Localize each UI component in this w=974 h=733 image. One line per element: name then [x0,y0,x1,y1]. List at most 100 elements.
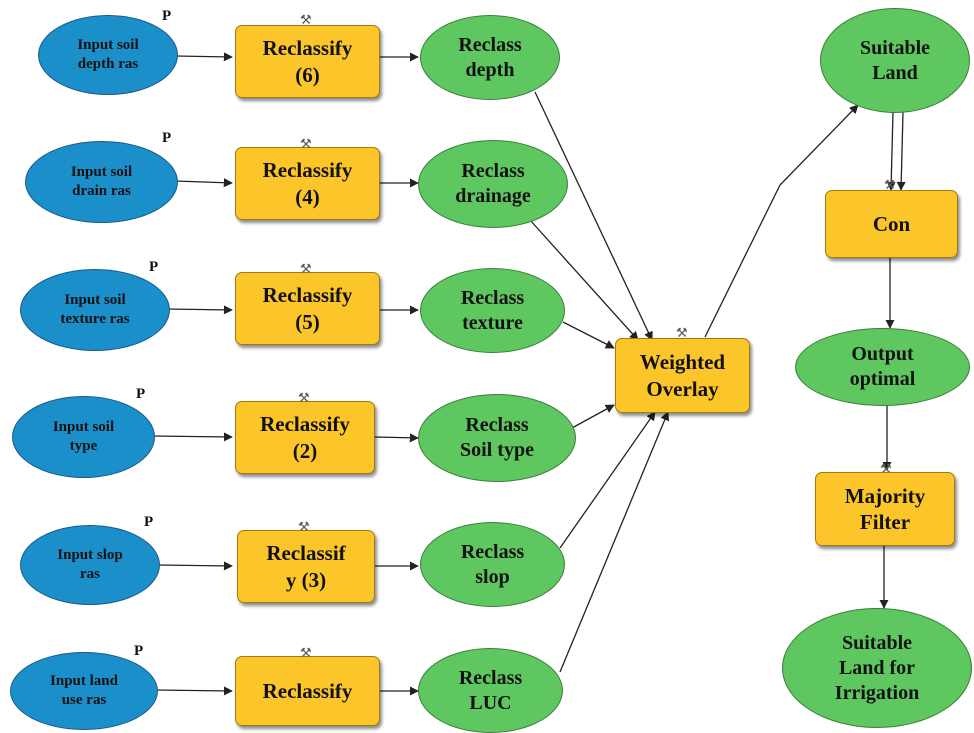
connector-in6-t6 [154,686,233,696]
node-label: Input soil [70,164,133,181]
connector-r1-wo [534,91,653,341]
input-soil-depth-raster[interactable]: Input soil depth ras [38,15,178,95]
node-label: Reclass [461,160,525,182]
connector-t4-r4 [374,433,419,443]
connector-suitable-con-b [896,111,906,191]
hammer-icon: ⚒ [300,136,312,151]
hammer-icon: ⚒ [298,390,310,405]
connector-in1-t1 [174,52,233,62]
parameter-marker: P [144,514,154,530]
parameter-marker: P [136,386,146,402]
connector-r3-wo [562,321,615,349]
node-label: drain ras [72,183,131,199]
node-label: Suitable [859,36,931,59]
connector-wo-suitable [704,104,859,338]
connector-r2-wo [529,219,639,341]
reclassify-tool-land-use[interactable]: Reclassify [235,656,380,726]
node-label: (6) [295,62,320,87]
node-label: Reclass [458,33,522,56]
reclassify-tool-soil-type[interactable]: Reclassify(2) [235,401,375,474]
input-slope-raster[interactable]: Input slop ras [20,525,160,605]
hammer-icon: ⚒ [300,645,312,660]
node-label: LUC [469,691,512,714]
input-land-use-raster[interactable]: Input land use ras [10,652,158,730]
hammer-icon: ⚒ [300,261,312,276]
reclassify-tool-texture[interactable]: Reclassify(5) [235,272,380,345]
hammer-icon: ⚒ [298,519,310,534]
node-label: Reclass [460,540,525,563]
input-soil-type[interactable]: Input soil type [12,396,155,478]
hammer-icon: ⚒ [884,177,896,192]
reclass-drainage[interactable]: Reclass drainage [418,140,568,228]
node-label: type [69,438,98,454]
node-label: Reclassify [262,678,353,703]
node-label: Overlay [646,376,719,401]
connector-suitable-con-a [886,111,896,191]
node-label: Input soil [64,292,126,309]
connector-in3-t3 [166,305,233,315]
node-label: Land [872,61,918,84]
node-label: drainage [455,185,531,207]
node-label: Majority [844,483,926,508]
node-label: depth [465,58,515,81]
node-label: Soil type [460,439,534,461]
node-label: texture [462,311,523,334]
node-label: (2) [292,438,318,463]
node-label: depth ras [77,56,139,72]
node-label: Weighted [639,350,726,375]
connector-r4-wo [571,404,615,429]
node-label: Land for [838,656,916,679]
node-label: Reclassify [262,36,353,61]
node-label: y (3) [285,567,327,592]
node-label: Reclassify [262,158,353,183]
node-label: Con [872,211,911,236]
reclassify-tool-depth[interactable]: Reclassify(6) [235,25,380,98]
connector-r5-wo [559,411,656,549]
connector-in5-t5 [157,561,233,571]
node-label: Reclassify [260,412,350,437]
node-label: optimal [849,368,916,390]
node-label: Reclassif [266,541,346,566]
node-label: Reclassify [262,283,353,308]
parameter-marker: P [162,130,172,146]
node-label: Input soil [52,419,115,436]
node-label: Reclass [458,666,523,689]
node-label: slop [475,565,510,588]
node-label: Output [851,343,914,365]
reclassify-tool-drainage[interactable]: Reclassify(4) [235,147,380,220]
node-label: Input land [50,673,118,690]
node-label: (5) [295,309,320,334]
output-optimal[interactable]: Output optimal [795,328,970,406]
node-label: (4) [295,184,320,209]
parameter-marker: P [149,259,159,275]
node-label: use ras [61,692,107,708]
node-label: Reclass [465,414,529,436]
node-label: Input soil [77,37,139,54]
node-label: Filter [859,510,911,534]
node-label: Input slop [57,547,123,564]
node-label: Suitable [841,631,913,654]
node-label: texture ras [60,311,130,327]
connector-in2-t2 [174,178,233,188]
input-soil-texture-raster[interactable]: Input soil texture ras [20,269,170,351]
node-label: Reclass [460,286,525,309]
node-label: ras [80,566,100,582]
con-tool[interactable]: Con [825,190,958,258]
input-soil-drain-raster[interactable]: Input soil drain ras [25,141,178,223]
connector-in4-t4 [151,432,233,442]
hammer-icon: ⚒ [300,12,312,27]
connector-r6-wo [559,411,670,673]
hammer-icon: ⚒ [676,325,688,340]
